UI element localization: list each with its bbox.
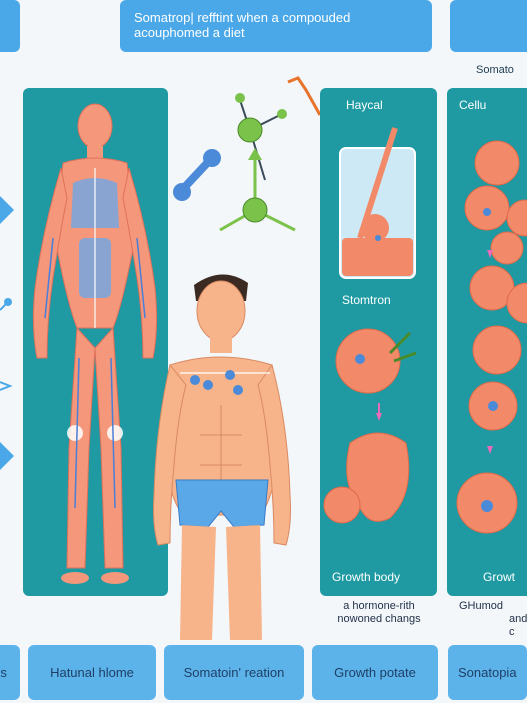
right-caption-line-1: GHumod	[459, 600, 504, 612]
molecule-fragment-icon	[0, 298, 13, 391]
bottom-pill-1-label: es	[0, 665, 7, 680]
cellular-panel-title: Cellu	[459, 98, 487, 112]
cellular-panel-bottom-label: Growt	[483, 570, 516, 584]
hormone-panel-title: Haycal	[346, 98, 383, 112]
bottom-pill-5-label: Sonatopia	[458, 665, 517, 680]
bottom-pill-3-label: Somatoin' reation	[183, 665, 285, 680]
bottom-pill-4[interactable]: Growth potate	[312, 645, 438, 700]
top-right-tab	[450, 0, 527, 52]
middle-caption-line-1: a hormone-rith	[343, 600, 415, 612]
middle-caption-line-2: nowoned changs	[337, 613, 421, 625]
bottom-pill-3[interactable]: Somatoin' reation	[164, 645, 304, 700]
molecule-icon	[173, 76, 320, 232]
bottom-pill-2[interactable]: Hatunal hlome	[28, 645, 156, 700]
top-left-tab	[0, 0, 20, 52]
muscle-figure-icon	[32, 103, 158, 584]
bottom-pill-2-label: Hatunal hlome	[50, 665, 134, 680]
anatomy-panel	[23, 88, 168, 596]
cell-cluster-icon	[456, 140, 527, 534]
right-caption: GHumod and c	[447, 600, 527, 639]
middle-caption: a hormone-rith nowoned changs	[318, 600, 440, 626]
cellular-panel: Cellu Growt	[447, 88, 527, 596]
bottom-pill-5[interactable]: Sonatopia	[448, 645, 527, 700]
left-arrow-icon-2	[0, 442, 14, 470]
cell-division-icon	[323, 328, 417, 524]
bottom-pill-1[interactable]: es	[0, 645, 20, 700]
top-right-label: Somato	[476, 64, 514, 76]
hormone-panel-mid-label: Stomtron	[342, 293, 391, 307]
beaker-icon	[339, 127, 416, 279]
left-arrow-icon-1	[0, 196, 14, 224]
hormone-panel: Haycal Stomtron Growth body	[320, 88, 437, 596]
male-figure-icon	[153, 274, 291, 640]
title-banner-text: Somatrop| refftint when a compouded acou…	[134, 10, 351, 40]
title-banner: Somatrop| refftint when a compouded acou…	[120, 0, 432, 52]
hormone-panel-bottom-label: Growth body	[332, 570, 401, 584]
bottom-pill-4-label: Growth potate	[334, 665, 416, 680]
right-caption-line-2: and c	[509, 613, 527, 638]
